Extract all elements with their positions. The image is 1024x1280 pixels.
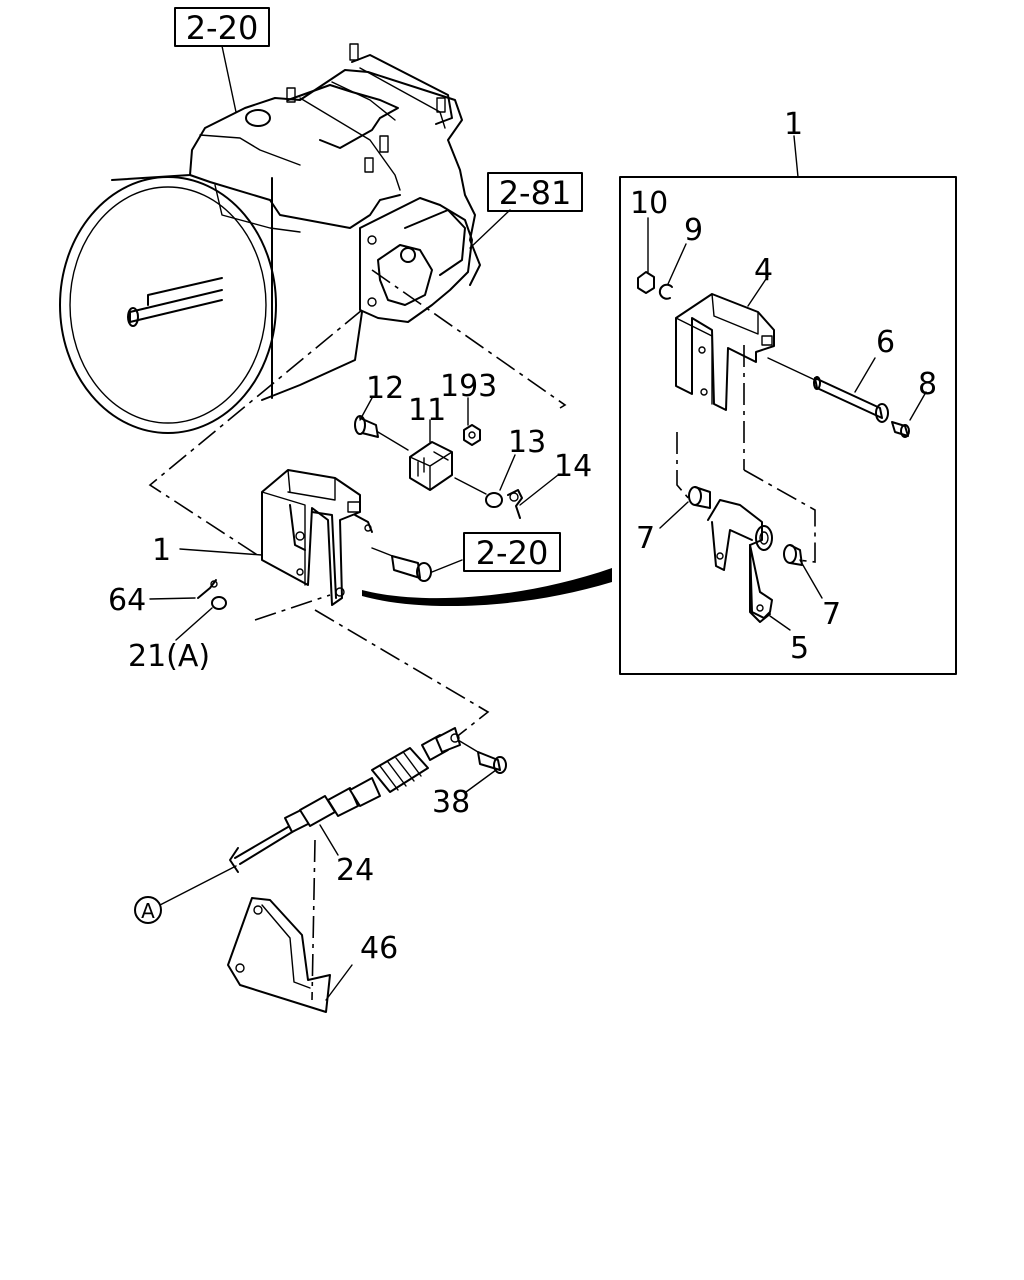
shift-cable-24 [229,727,461,873]
bolt-2-20 [371,547,432,582]
callout-1-main: 1 [152,533,171,568]
callout-13: 13 [508,425,546,460]
callout-14: 14 [554,449,592,484]
svg-text:2-81: 2-81 [499,174,572,212]
callout-7a: 7 [636,521,655,556]
cable-bracket-46 [227,897,331,1013]
callout-193: 193 [440,369,497,404]
circle-a-marker: A [134,896,162,924]
detail-inset-frame [619,176,957,675]
washer-21a [211,596,227,610]
callout-8: 8 [918,367,937,402]
callout-5: 5 [790,631,809,666]
pin-38 [457,739,507,774]
clip-9 [658,283,673,300]
callout-64: 64 [108,583,146,618]
nut-10 [637,271,655,294]
callout-6: 6 [876,325,895,360]
lever-5 [707,499,773,623]
callout-38: 38 [432,785,470,820]
washer-13 [485,492,503,508]
svg-text:A: A [141,899,155,923]
callout-1-inset: 1 [784,107,803,142]
svg-text:2-20: 2-20 [476,534,549,572]
detail-arrow [362,568,612,607]
ref-box-mid[interactable]: 2-20 [463,532,561,572]
ref-box-right[interactable]: 2-81 [487,172,583,212]
shift-bracket-assembly [261,469,373,606]
clip-14 [507,489,523,519]
callout-10: 10 [630,186,668,221]
inset-bracket-4 [675,293,775,411]
rubber-block-11 [409,441,453,491]
callout-7b: 7 [822,597,841,632]
ref-box-top[interactable]: 2-20 [174,7,270,47]
callout-21a: 21(A) [128,639,210,674]
transmission-housing [59,43,481,434]
nut-193 [463,424,481,446]
callout-4: 4 [754,253,773,288]
svg-text:2-20: 2-20 [186,9,259,47]
callout-24: 24 [336,853,374,888]
callout-12: 12 [366,371,404,406]
leader-lines [149,397,559,1001]
grease-nipple-8 [891,391,927,438]
shaft-6 [767,357,889,423]
callout-11: 11 [408,393,446,428]
callout-46: 46 [360,931,398,966]
bolt-12 [354,415,409,451]
callout-labels: 1 10 9 4 6 8 7 7 5 12 193 11 13 14 1 64 … [108,107,937,966]
callout-9: 9 [684,213,703,248]
bushing-7 [659,486,823,631]
cotter-pin-64 [197,579,218,599]
